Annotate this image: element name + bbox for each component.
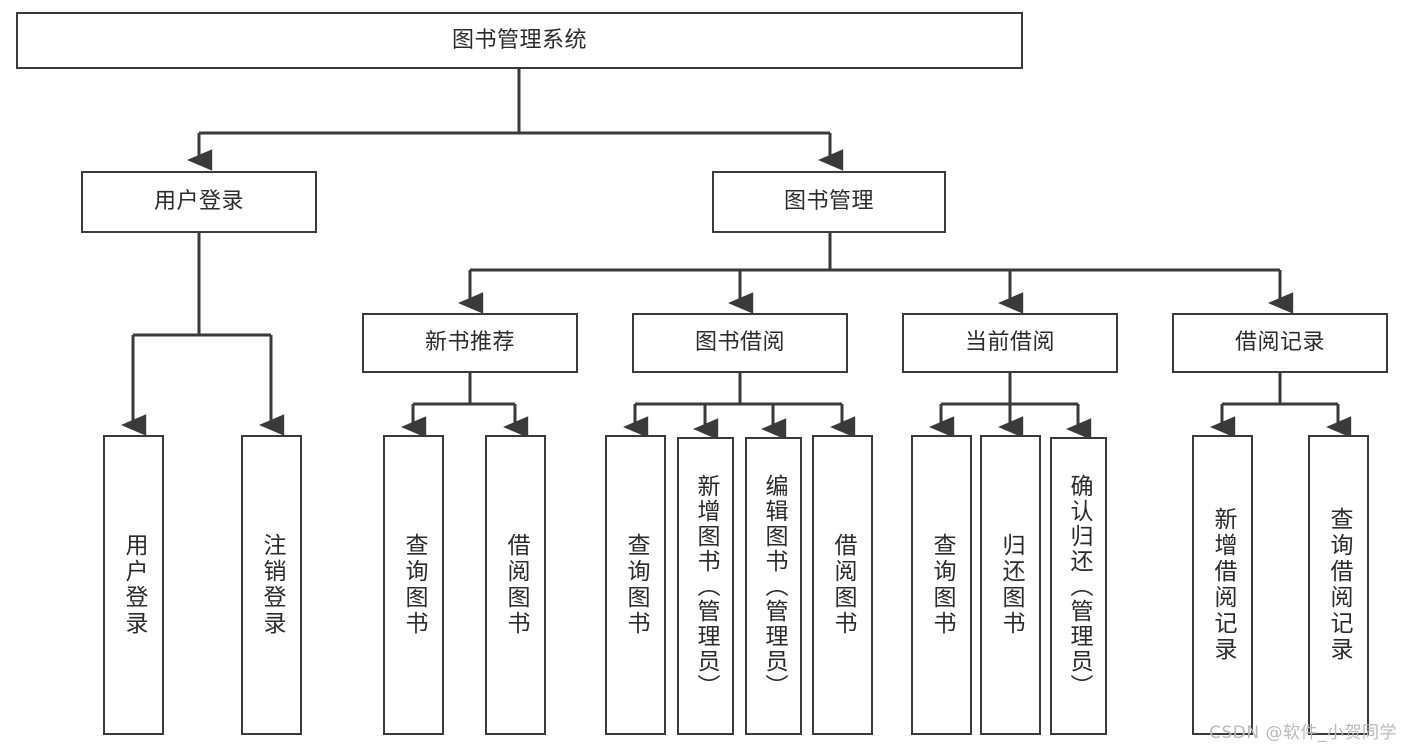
node-new-book-recommend[interactable]: 新书推荐 [362, 313, 578, 373]
node-leaf-query-book-borrow[interactable]: 查询图书 [605, 435, 666, 735]
node-label: 查询图书 [929, 533, 955, 637]
node-label: 归还图书 [998, 533, 1024, 637]
node-label: 查询图书 [401, 533, 427, 637]
node-label: 查询图书 [623, 533, 649, 637]
node-leaf-query-borrow-record[interactable]: 查询借阅记录 [1308, 435, 1369, 735]
node-book-borrow[interactable]: 图书借阅 [632, 313, 848, 373]
node-label: 确认归还（管理员） [1066, 473, 1092, 699]
node-root-system[interactable]: 图书管理系统 [16, 12, 1023, 69]
node-leaf-edit-book-admin[interactable]: 编辑图书（管理员） [745, 437, 802, 735]
node-label: 新书推荐 [424, 330, 515, 356]
node-label: 借阅记录 [1234, 330, 1325, 356]
node-user-login[interactable]: 用户登录 [81, 171, 317, 233]
node-leaf-query-book-current[interactable]: 查询图书 [911, 435, 972, 735]
node-borrow-record[interactable]: 借阅记录 [1172, 313, 1388, 373]
node-label: 借阅图书 [503, 533, 529, 637]
node-leaf-query-book-recommend[interactable]: 查询图书 [383, 435, 444, 735]
node-label: 用户登录 [153, 189, 244, 215]
node-label: 图书借阅 [694, 330, 785, 356]
node-leaf-borrow-book[interactable]: 借阅图书 [812, 435, 873, 735]
node-label: 查询借阅记录 [1326, 507, 1352, 663]
node-label: 用户登录 [121, 533, 147, 637]
node-current-borrow[interactable]: 当前借阅 [902, 313, 1118, 373]
node-leaf-user-login[interactable]: 用户登录 [103, 435, 164, 735]
node-leaf-add-borrow-record[interactable]: 新增借阅记录 [1192, 435, 1253, 735]
node-leaf-confirm-return-admin[interactable]: 确认归还（管理员） [1050, 437, 1107, 735]
node-label: 借阅图书 [830, 533, 856, 637]
node-label: 新增借阅记录 [1210, 507, 1236, 663]
node-label: 注销登录 [259, 533, 285, 637]
node-leaf-borrow-book-recommend[interactable]: 借阅图书 [485, 435, 546, 735]
node-label: 图书管理系统 [451, 27, 587, 53]
node-leaf-logout[interactable]: 注销登录 [241, 435, 302, 735]
node-label: 新增图书（管理员） [693, 473, 719, 699]
watermark-text: CSDN @软件_小贺同学 [1209, 723, 1397, 743]
node-leaf-add-book-admin[interactable]: 新增图书（管理员） [677, 437, 734, 735]
node-label: 当前借阅 [964, 330, 1055, 356]
node-label: 图书管理 [783, 189, 874, 215]
node-leaf-return-book[interactable]: 归还图书 [980, 435, 1041, 735]
node-book-management[interactable]: 图书管理 [712, 171, 946, 233]
node-label: 编辑图书（管理员） [761, 473, 787, 699]
